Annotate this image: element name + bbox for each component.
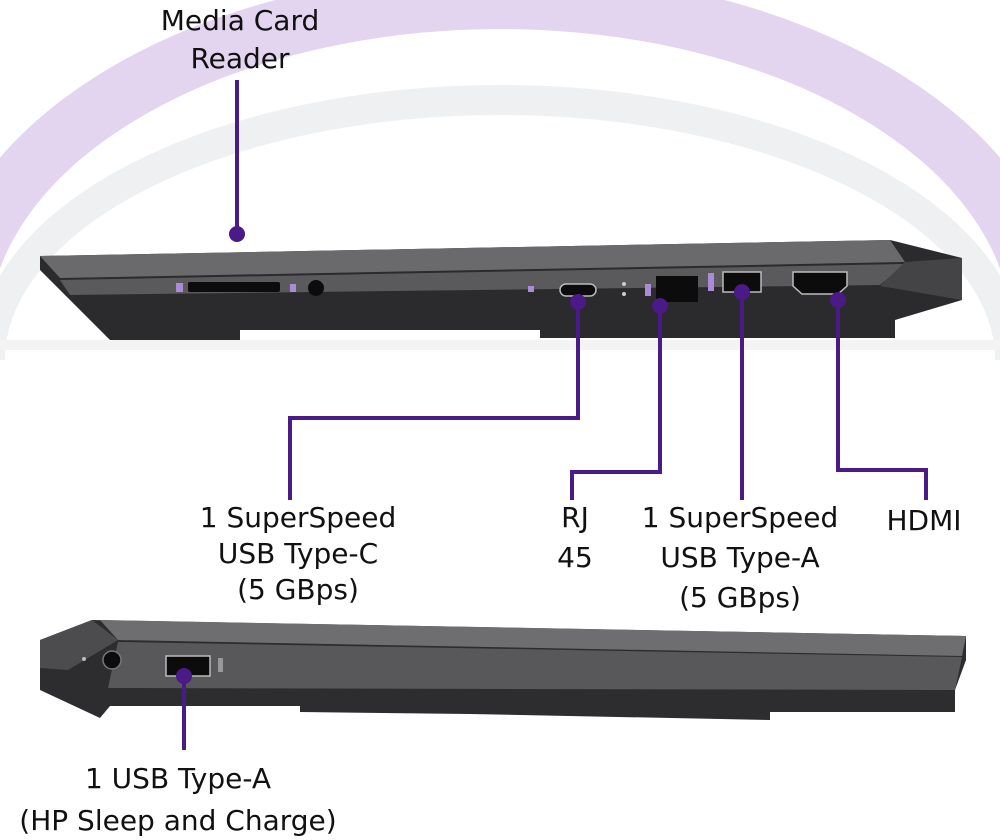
laptop-right-side — [0, 240, 1000, 350]
svg-text:RJ: RJ — [561, 501, 589, 534]
svg-text:1 SuperSpeed: 1 SuperSpeed — [200, 501, 397, 534]
network-icon — [645, 284, 651, 296]
callout-usb-a-sleep-charge: 1 USB Type-A (HP Sleep and Charge) — [19, 762, 336, 837]
background-arc — [0, 0, 1000, 269]
svg-text:Media Card: Media Card — [161, 4, 320, 37]
svg-text:USB Type-A: USB Type-A — [660, 541, 819, 574]
svg-text:(5 GBps): (5 GBps) — [679, 581, 801, 614]
audio-jack — [308, 280, 324, 296]
sd-card-icon — [176, 283, 183, 292]
sleep-charge-icon — [218, 658, 223, 672]
background-arc-inner — [0, 85, 1000, 361]
svg-text:Reader: Reader — [190, 42, 290, 75]
card-reader-slot — [188, 282, 280, 292]
power-jack — [102, 650, 122, 670]
svg-text:(HP Sleep and Charge): (HP Sleep and Charge) — [19, 804, 336, 837]
callout-rj45: RJ 45 — [557, 501, 593, 574]
svg-text:HDMI: HDMI — [886, 504, 961, 537]
callout-usb-c: 1 SuperSpeed USB Type-C (5 GBps) — [200, 501, 397, 606]
svg-text:1 SuperSpeed: 1 SuperSpeed — [642, 501, 839, 534]
svg-text:1 USB Type-A: 1 USB Type-A — [85, 762, 271, 795]
hdmi-port — [792, 271, 848, 295]
superspeed-icon — [708, 273, 714, 291]
svg-text:USB Type-C: USB Type-C — [218, 537, 378, 570]
headphone-icon — [290, 284, 296, 292]
svg-text:(5 GBps): (5 GBps) — [237, 573, 359, 606]
laptop-left-side — [40, 620, 966, 720]
usb-c-power-icon — [528, 286, 534, 292]
callout-hdmi: HDMI — [886, 504, 961, 537]
rj45-port — [656, 276, 698, 302]
callout-media-card-reader: Media Card Reader — [161, 4, 320, 75]
callout-lines — [176, 80, 928, 750]
svg-text:45: 45 — [557, 541, 593, 574]
callout-usb-a: 1 SuperSpeed USB Type-A (5 GBps) — [642, 501, 839, 614]
